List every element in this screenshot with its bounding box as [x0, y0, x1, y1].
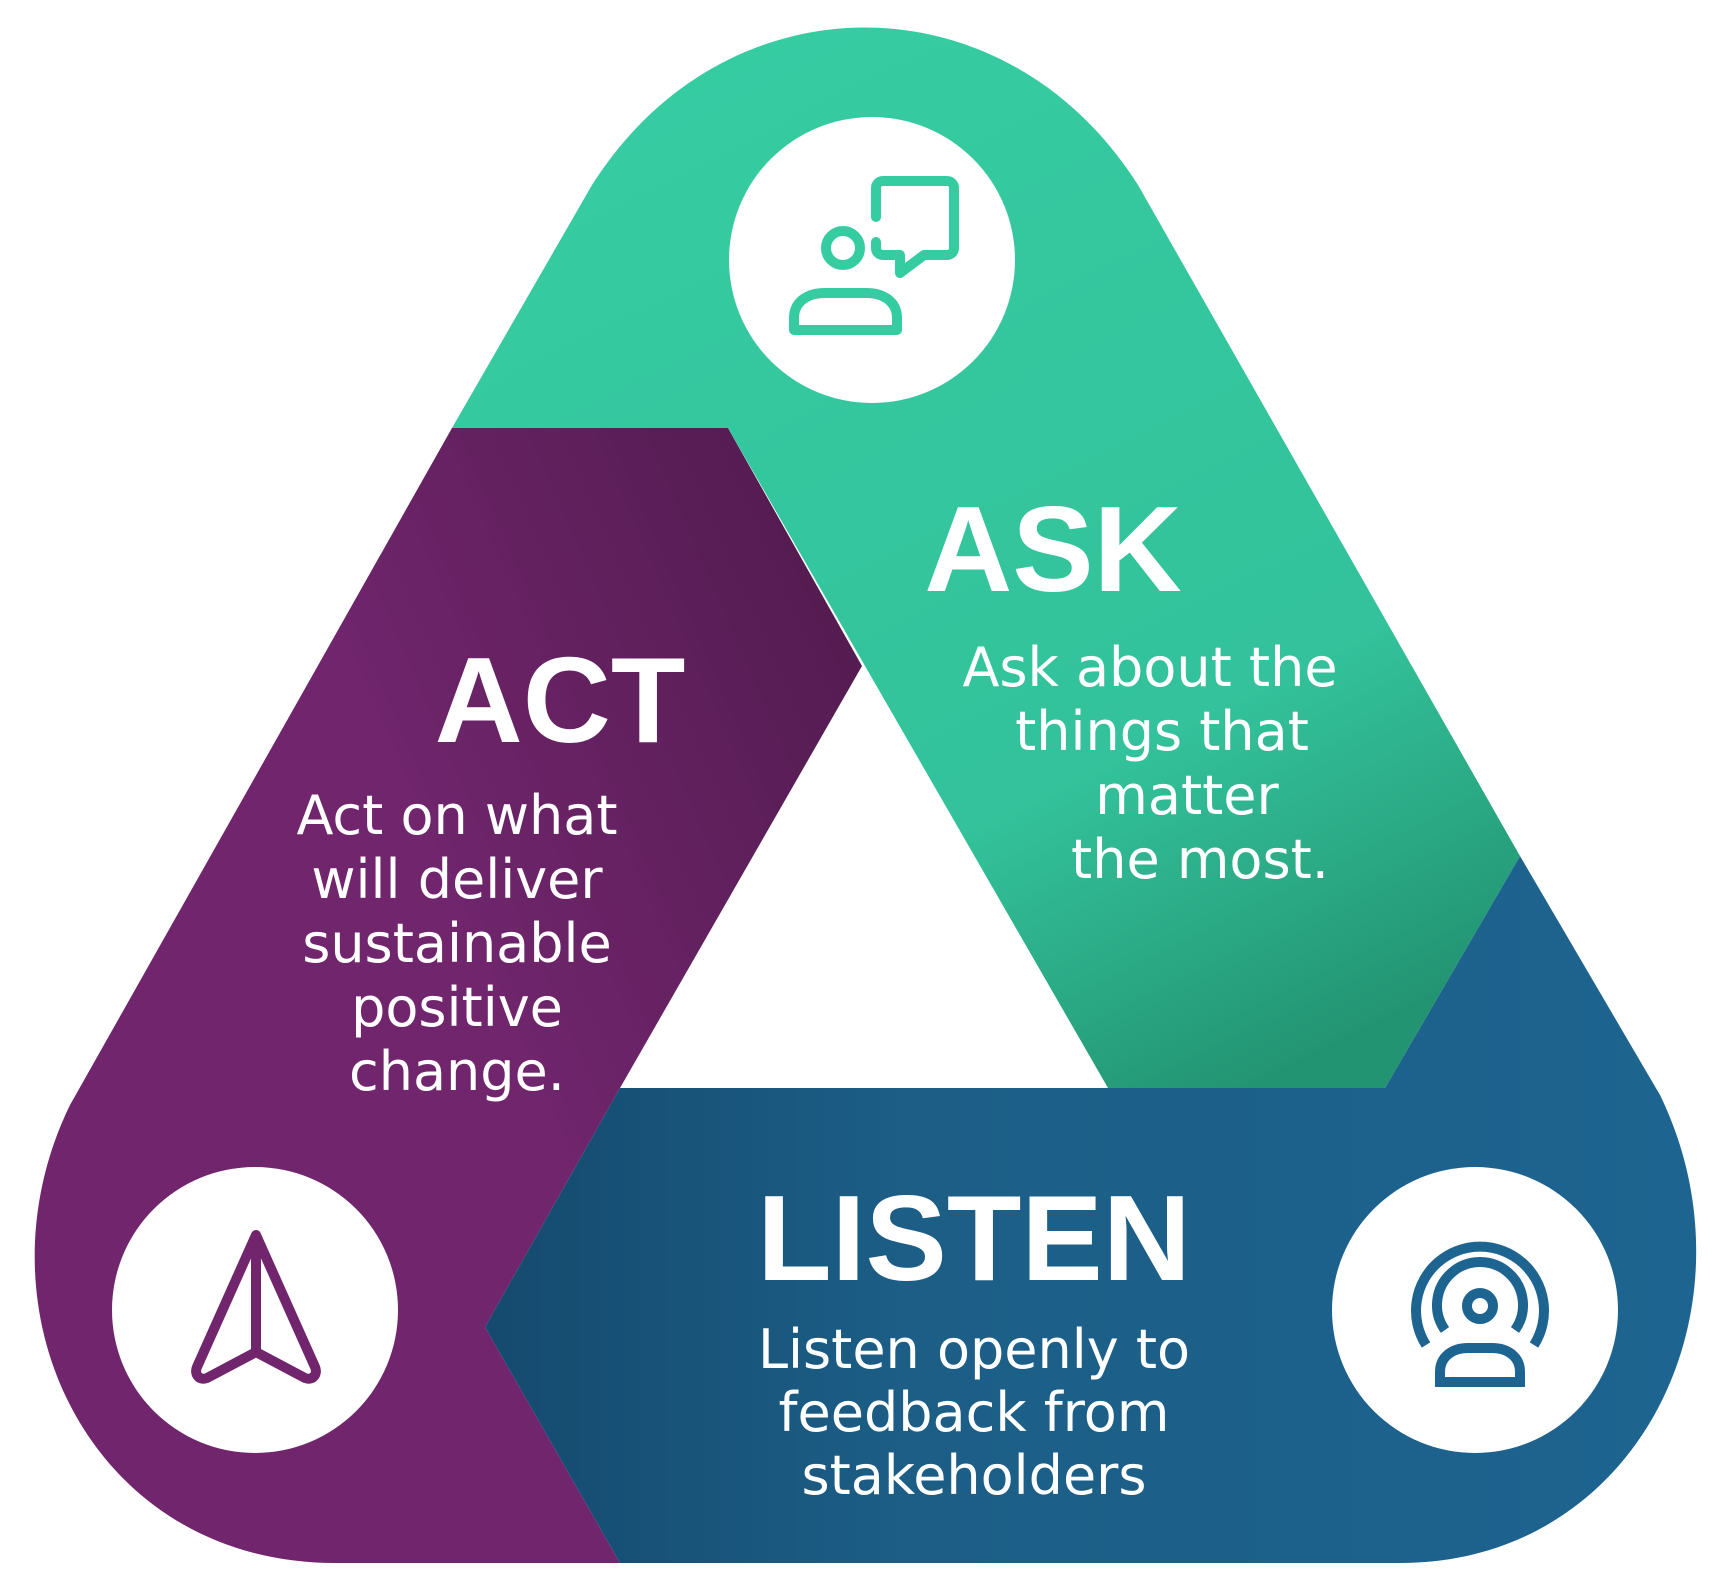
ask-description-line: Ask about the [962, 636, 1337, 699]
listen-icon-circle [1332, 1167, 1618, 1453]
ask-description: Ask about the things that matter the mos… [962, 636, 1337, 891]
act-title: ACT [435, 632, 686, 768]
navigation-arrow-icon [191, 1230, 321, 1384]
listen-description-line: stakeholders [801, 1444, 1146, 1507]
listen-title: LISTEN [757, 1170, 1191, 1306]
listen-description-line: Listen openly to [758, 1318, 1190, 1381]
act-description-line: Act on what [296, 784, 617, 847]
act-description-line: sustainable [302, 912, 612, 975]
ask-segment [452, 27, 1520, 1088]
ask-description-line: things that [1015, 700, 1309, 763]
listen-description-line: feedback from [779, 1381, 1170, 1444]
listen-description: Listen openly to feedback from stakehold… [758, 1318, 1190, 1507]
act-description-line: change. [349, 1040, 565, 1103]
person-broadcast-icon [1411, 1241, 1549, 1387]
person-speech-bubble-icon [789, 176, 959, 335]
act-description-line: will deliver [311, 848, 603, 911]
ask-icon-circle [729, 117, 1015, 403]
act-description: Act on what will deliver sustainable pos… [296, 784, 617, 1103]
ask-title: ASK [924, 481, 1182, 617]
ask-description-line: the most. [1071, 828, 1329, 891]
ask-description-line: matter [1095, 764, 1279, 827]
act-description-line: positive [351, 976, 563, 1039]
